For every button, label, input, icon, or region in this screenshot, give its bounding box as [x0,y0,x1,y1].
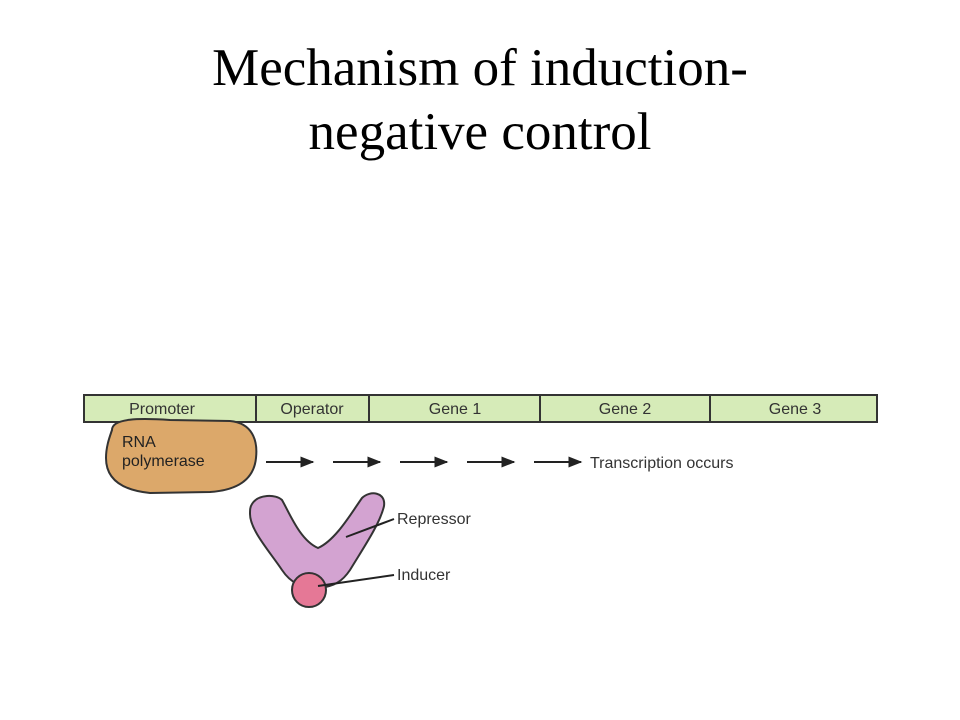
repressor-shape [248,492,386,590]
segment-gene-3: Gene 3 [769,401,822,418]
title-line-1: Mechanism of induction- [212,39,748,97]
segment-gene-2: Gene 2 [599,401,652,418]
rna-polymerase: RNA polymerase [104,418,258,495]
rna-polymerase-shape [104,418,258,495]
rna-polymerase-label-line-2: polymerase [122,453,205,470]
inducer-label: Inducer [397,567,451,584]
repressor-leader-line [345,518,395,538]
inducer: Inducer [291,567,451,608]
rna-polymerase-label-line-1: RNA [122,434,156,451]
dna-bar: Promoter Operator Gene 1 Gene 2 Gene 3 [83,394,878,423]
segment-promoter: Promoter [129,401,195,418]
segment-gene-1: Gene 1 [429,401,482,418]
title-line-2: negative control [308,103,652,161]
dna-bar-background [83,394,878,423]
inducer-shape [291,572,327,608]
transcription-label: Transcription occurs [590,455,733,472]
segment-operator: Operator [280,401,344,418]
repressor: Repressor [248,492,471,590]
page-title: Mechanism of induction- negative control [0,36,960,164]
repressor-label: Repressor [397,511,471,528]
transcription-arrows: Transcription occurs [266,455,733,472]
inducer-leader-line [317,574,395,587]
